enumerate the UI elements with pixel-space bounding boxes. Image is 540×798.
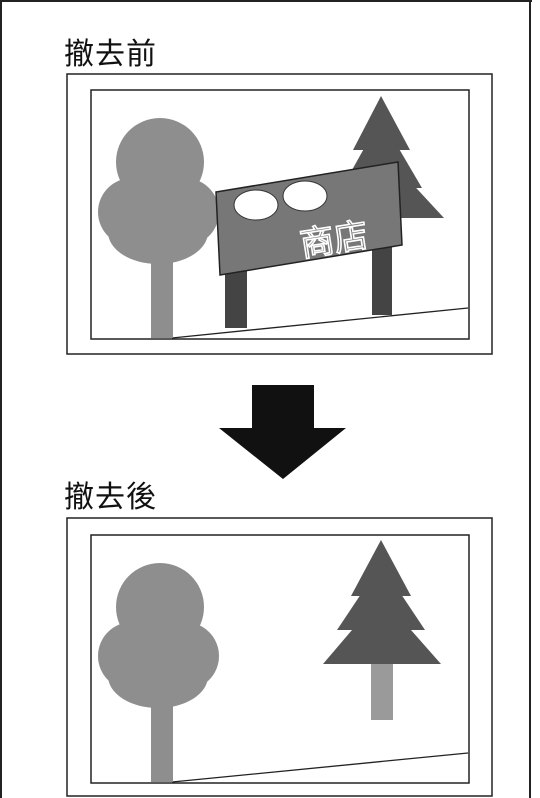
after-panel bbox=[67, 518, 492, 796]
sign-post-right bbox=[372, 240, 392, 315]
round-tree-crown-bottom bbox=[108, 200, 208, 264]
sign-oval-right bbox=[283, 181, 327, 211]
round-tree-crown-bottom bbox=[108, 644, 208, 708]
before-panel: 商店 bbox=[67, 74, 492, 354]
down-arrow bbox=[219, 385, 346, 479]
pine-trunk bbox=[371, 662, 393, 720]
sign-oval-left bbox=[234, 190, 278, 220]
